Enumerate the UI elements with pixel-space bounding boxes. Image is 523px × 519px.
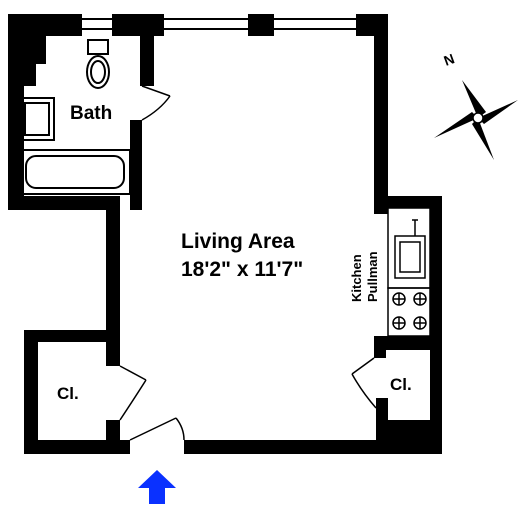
wall-left-lower [106,420,120,454]
kitchen-stove [387,287,431,337]
compass-east-point [478,100,518,124]
window-line [82,18,112,20]
wall-left-living [106,196,120,366]
wall-bath-bottom [8,196,120,210]
compass-west-point [434,112,478,138]
doors [119,85,377,441]
living-area-dimensions: 18'2" x 11'7" [181,258,303,281]
closet-left-label: Cl. [57,384,79,403]
bathtub-basin [25,155,125,189]
wall-top-left [8,14,82,36]
closet-left-door-swing [119,379,147,421]
wall-kitchen-bottom [374,336,442,350]
bath-sink-basin [24,102,50,136]
wall-top-mid [248,14,274,36]
wall-closet-right-top [374,336,386,358]
kitchen-sink-basin [399,241,421,273]
kitchen-label-line1: Pullman [365,251,380,302]
wall-bottom-left [24,440,130,454]
closet-right-label: Cl. [390,375,412,394]
bath-fixtures [19,39,131,195]
compass-center [472,112,484,124]
bath-sink [19,97,55,141]
wall-right-outer [430,196,442,454]
compass-rose-icon: N [434,50,518,160]
toilet-bowl [86,55,110,89]
window-line [164,18,248,20]
wall-left-bath [8,14,24,210]
window-line [274,18,356,20]
bathtub [19,149,131,195]
wall-bath-step [24,36,36,86]
entry-door-leaf [129,417,177,441]
wall-bath-step-inner [36,36,46,64]
closet-left-door-leaf [119,365,147,381]
living-area-label: Living Area [181,230,295,253]
wall-kitchen-top [374,196,442,208]
compass-north-point [462,80,486,118]
kitchen-faucet [412,219,418,236]
kitchen-sink [394,235,426,279]
wall-bath-right [130,120,142,210]
kitchen-fixtures [387,207,431,337]
closet-right-door-leaf [351,357,375,375]
kitchen-label-line2: Kitchen [349,254,364,302]
bath-label: Bath [70,103,112,124]
room-labels: Bath Living Area 18'2" x 11'7" Pullman K… [57,103,412,403]
toilet-seat [90,60,106,84]
window-line [164,28,248,30]
compass-south-point [472,118,494,160]
wall-closet-left-outer [24,330,38,454]
bath-door-swing [141,95,171,121]
wall-closet-right-side [376,398,388,454]
wall-top-mid-left [112,14,164,36]
window-line [82,28,112,30]
stove-burner-cross [393,293,426,329]
entry-arrow-shape [138,470,176,504]
toilet-tank [87,39,109,55]
window-line [274,28,356,30]
entry-arrow-icon [138,470,176,504]
entry-door-swing [175,417,185,441]
wall-bath-corner [140,36,154,50]
closet-right-door-swing [351,373,377,409]
compass-north-label: N [442,50,457,68]
wall-right-upper [374,14,388,214]
wall-closet-left-top [24,330,120,342]
wall-bath-right-upper [140,50,154,86]
bath-door-leaf [141,85,171,97]
